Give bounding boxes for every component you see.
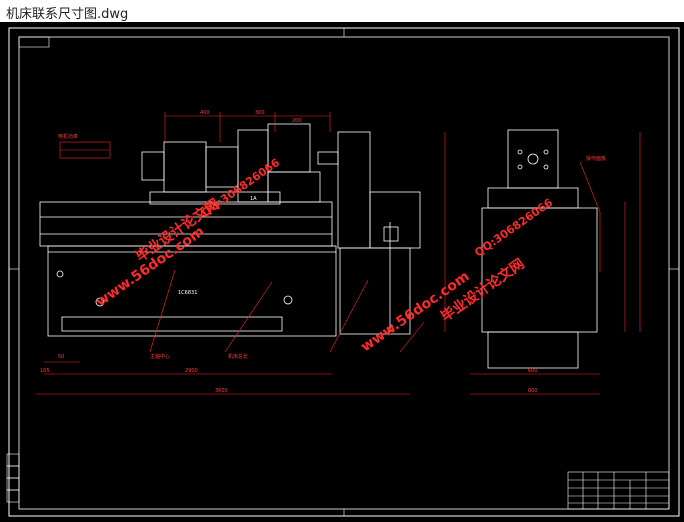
dim-2900: 2900 [185, 368, 198, 374]
dim-3000: 3000 [215, 388, 228, 394]
window-titlebar: 机床联系尺寸图.dwg [0, 0, 684, 22]
lathe-front-view [39, 123, 421, 337]
leader-right: 操作面板 [586, 155, 606, 162]
dim-50: 50 [58, 354, 64, 360]
window-title: 机床联系尺寸图.dwg [6, 7, 129, 22]
unit-label: 1A [250, 196, 257, 202]
title-block [567, 471, 670, 510]
dimension-lines [36, 112, 641, 395]
inner-frame [18, 36, 670, 510]
frame-ticks [9, 28, 679, 516]
model-label: 1C6831 [178, 290, 197, 296]
dim-800: 800 [528, 388, 538, 394]
watermark-site: www.56doc.com [93, 223, 207, 310]
dim-200: 200 [292, 118, 302, 124]
watermark-qq-2: QQ:306826066 [472, 196, 555, 260]
lathe-side-view [481, 129, 598, 369]
dim-600: 600 [528, 368, 538, 374]
left-strip-boxes [6, 453, 20, 503]
leader-mid: 机床总长 [228, 353, 248, 360]
dim-165: 165 [40, 368, 50, 374]
watermark-1: www.56doc.com QQ:306826066 毕业设计论文网 [93, 156, 282, 310]
dim-300: 300 [255, 110, 265, 116]
dim-400: 400 [200, 110, 210, 116]
leader-left-b: 主轴中心 [150, 353, 170, 360]
cad-drawing: 400 300 200 50 165 2900 3000 600 800 电机功… [6, 27, 680, 517]
leader-left-a: 电机功率 [58, 133, 78, 140]
outer-frame [8, 27, 680, 517]
cad-drawing-canvas[interactable]: 400 300 200 50 165 2900 3000 600 800 电机功… [0, 22, 684, 522]
corner-label-box [18, 36, 50, 48]
watermark-2: www.56doc.com QQ:306826066 毕业设计论文网 [358, 196, 555, 355]
leader-lines [149, 269, 425, 353]
